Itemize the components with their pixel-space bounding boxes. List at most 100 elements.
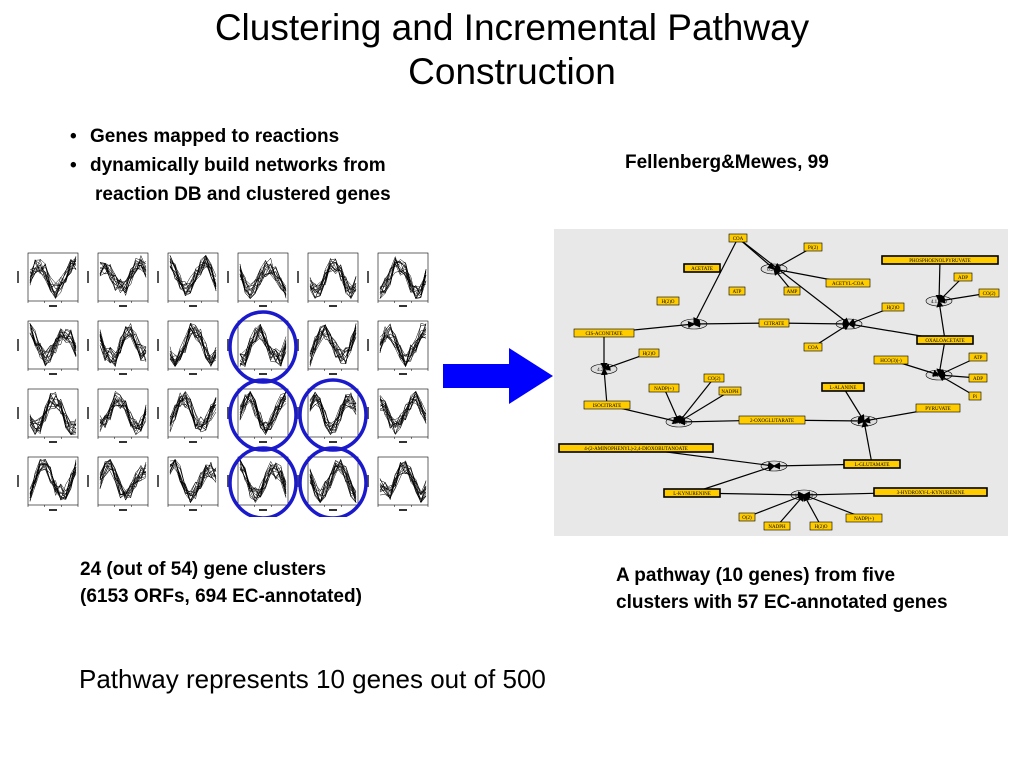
bullet-item: • dynamically build networks from (70, 151, 391, 180)
svg-text:ISOCITRATE: ISOCITRATE (593, 404, 622, 409)
svg-text:NADP(+): NADP(+) (654, 387, 674, 392)
svg-text:H(2)O: H(2)O (886, 306, 899, 311)
compound-node: 3-HYDROXY-L-KYNURENINE (873, 487, 988, 497)
cluster-plot (227, 388, 289, 443)
compound-node: L-GLUTAMATE (843, 459, 901, 469)
svg-text:H(2)O: H(2)O (642, 352, 655, 357)
cluster-plot (367, 388, 429, 443)
pathway-caption: A pathway (10 genes) from five clusters … (616, 562, 948, 616)
svg-text:PHOSPHOENOLPYRUVATE: PHOSPHOENOLPYRUVATE (909, 259, 971, 264)
svg-text:ACETYL-COA: ACETYL-COA (832, 282, 864, 287)
citation: Fellenberg&Mewes, 99 (625, 152, 829, 173)
compound-node: O(2) (738, 512, 756, 522)
cluster-plot (157, 388, 219, 443)
cluster-plot (17, 456, 79, 511)
svg-text:O(2): O(2) (742, 516, 752, 521)
svg-text:Pi(2): Pi(2) (808, 246, 818, 251)
compound-node: Pi (968, 391, 982, 401)
footer-note: Pathway represents 10 genes out of 500 (79, 664, 546, 694)
svg-text:NADP(+): NADP(+) (854, 517, 874, 522)
svg-text:4-(2-AMINOPHENYL)-2,4-DIOXOBUT: 4-(2-AMINOPHENYL)-2,4-DIOXOBUTANOATE (584, 447, 688, 452)
slide-title: Clustering and Incremental Pathway Const… (0, 6, 1024, 94)
bullet-dot: • (70, 126, 77, 147)
compound-node: NADPH (763, 521, 791, 531)
svg-text:NADPH: NADPH (768, 525, 786, 530)
compound-node: CO(2) (703, 373, 725, 383)
compound-node: L-ALANINE (821, 382, 865, 392)
bullet-item: • Genes mapped to reactions (70, 122, 391, 151)
cluster-plot (297, 320, 359, 375)
bullet-dot: • (70, 155, 77, 176)
pathway-network: 6.2.1.14.1.1.494.2.1.34.1.3.74.2.1.36.4.… (558, 233, 1000, 531)
title-line-1: Clustering and Incremental Pathway (214, 7, 810, 48)
svg-text:ADP: ADP (973, 377, 983, 382)
svg-text:Pi: Pi (973, 395, 978, 400)
svg-text:L-ALANINE: L-ALANINE (830, 386, 857, 391)
cluster-plot (367, 320, 429, 375)
cluster-plot (17, 252, 79, 307)
cluster-plot (157, 456, 219, 511)
compound-node: H(2)O (881, 302, 905, 312)
cluster-plot (227, 252, 289, 307)
right-arrow-icon (443, 348, 553, 404)
compound-node: NADPH (718, 386, 742, 396)
svg-text:COA: COA (733, 237, 744, 242)
compound-node: ISOCITRATE (583, 400, 631, 410)
compound-node: H(2)O (809, 521, 833, 531)
cluster-caption-line-2: (6153 ORFs, 694 EC-annotated) (80, 586, 362, 607)
svg-text:ATP: ATP (733, 290, 742, 295)
svg-text:L-GLUTAMATE: L-GLUTAMATE (855, 463, 890, 468)
bullet-text: Genes mapped to reactions (90, 126, 340, 147)
highlight-circle (228, 310, 298, 384)
compound-node: ACETYL-COA (825, 278, 871, 288)
compound-node: L-KYNURENINE (663, 488, 721, 498)
compound-node: CIS-ACONITATE (573, 328, 635, 338)
cluster-plot (157, 320, 219, 375)
svg-text:HCO(3)(-): HCO(3)(-) (880, 359, 902, 364)
compound-node: 2-OXOGLUTARATE (738, 415, 806, 425)
svg-text:COA: COA (808, 346, 819, 351)
bullet-list: • Genes mapped to reactions • dynamically … (70, 122, 391, 209)
gene-cluster-grid (10, 245, 430, 520)
bullet-text: dynamically build networks from (90, 155, 386, 176)
svg-text:CO(2): CO(2) (983, 292, 996, 297)
svg-text:3-HYDROXY-L-KYNURENINE: 3-HYDROXY-L-KYNURENINE (897, 491, 965, 496)
cluster-plot (367, 252, 429, 307)
pathway-caption-line-1: A pathway (10 genes) from five (616, 565, 896, 586)
compound-node: ADP (953, 272, 973, 282)
compound-node: ADP (968, 373, 988, 383)
svg-text:H(2)O: H(2)O (661, 300, 674, 305)
svg-text:PYRUVATE: PYRUVATE (925, 407, 950, 412)
cluster-plot (227, 456, 289, 511)
compound-node: Pi(2) (803, 242, 823, 252)
cluster-caption-line-1: 24 (out of 54) gene clusters (80, 559, 327, 580)
cluster-plot (87, 388, 149, 443)
bullet-continuation: reaction DB and clustered genes (95, 184, 391, 205)
compound-node: ACETATE (683, 263, 721, 273)
cluster-plot (17, 388, 79, 443)
cluster-caption: 24 (out of 54) gene clusters (6153 ORFs,… (80, 556, 362, 610)
compound-node: CITRATE (758, 318, 790, 328)
svg-text:ADP: ADP (958, 276, 968, 281)
compound-node: PYRUVATE (915, 403, 961, 413)
svg-text:H(2)O: H(2)O (814, 525, 827, 530)
cluster-plot (367, 456, 429, 511)
compound-node: H(2)O (638, 348, 660, 358)
compound-node: COA (728, 233, 748, 243)
cluster-plot (297, 456, 359, 511)
cluster-plots-figure (17, 252, 429, 520)
compound-node: AMP (783, 286, 801, 296)
svg-text:OXALOACETATE: OXALOACETATE (925, 339, 964, 344)
compound-node: ATP (968, 352, 988, 362)
svg-text:L-KYNURENINE: L-KYNURENINE (673, 492, 711, 497)
cluster-plot (157, 252, 219, 307)
compound-node: OXALOACETATE (916, 335, 974, 345)
compound-node: COA (803, 342, 823, 352)
pathway-caption-line-2: clusters with 57 EC-annotated genes (616, 592, 948, 613)
cluster-plot (227, 320, 289, 375)
svg-text:ACETATE: ACETATE (691, 267, 713, 272)
cluster-plot (17, 320, 79, 375)
svg-text:CO(2): CO(2) (708, 377, 721, 382)
compound-node: 4-(2-AMINOPHENYL)-2,4-DIOXOBUTANOATE (558, 443, 714, 453)
svg-text:NADPH: NADPH (721, 390, 739, 395)
